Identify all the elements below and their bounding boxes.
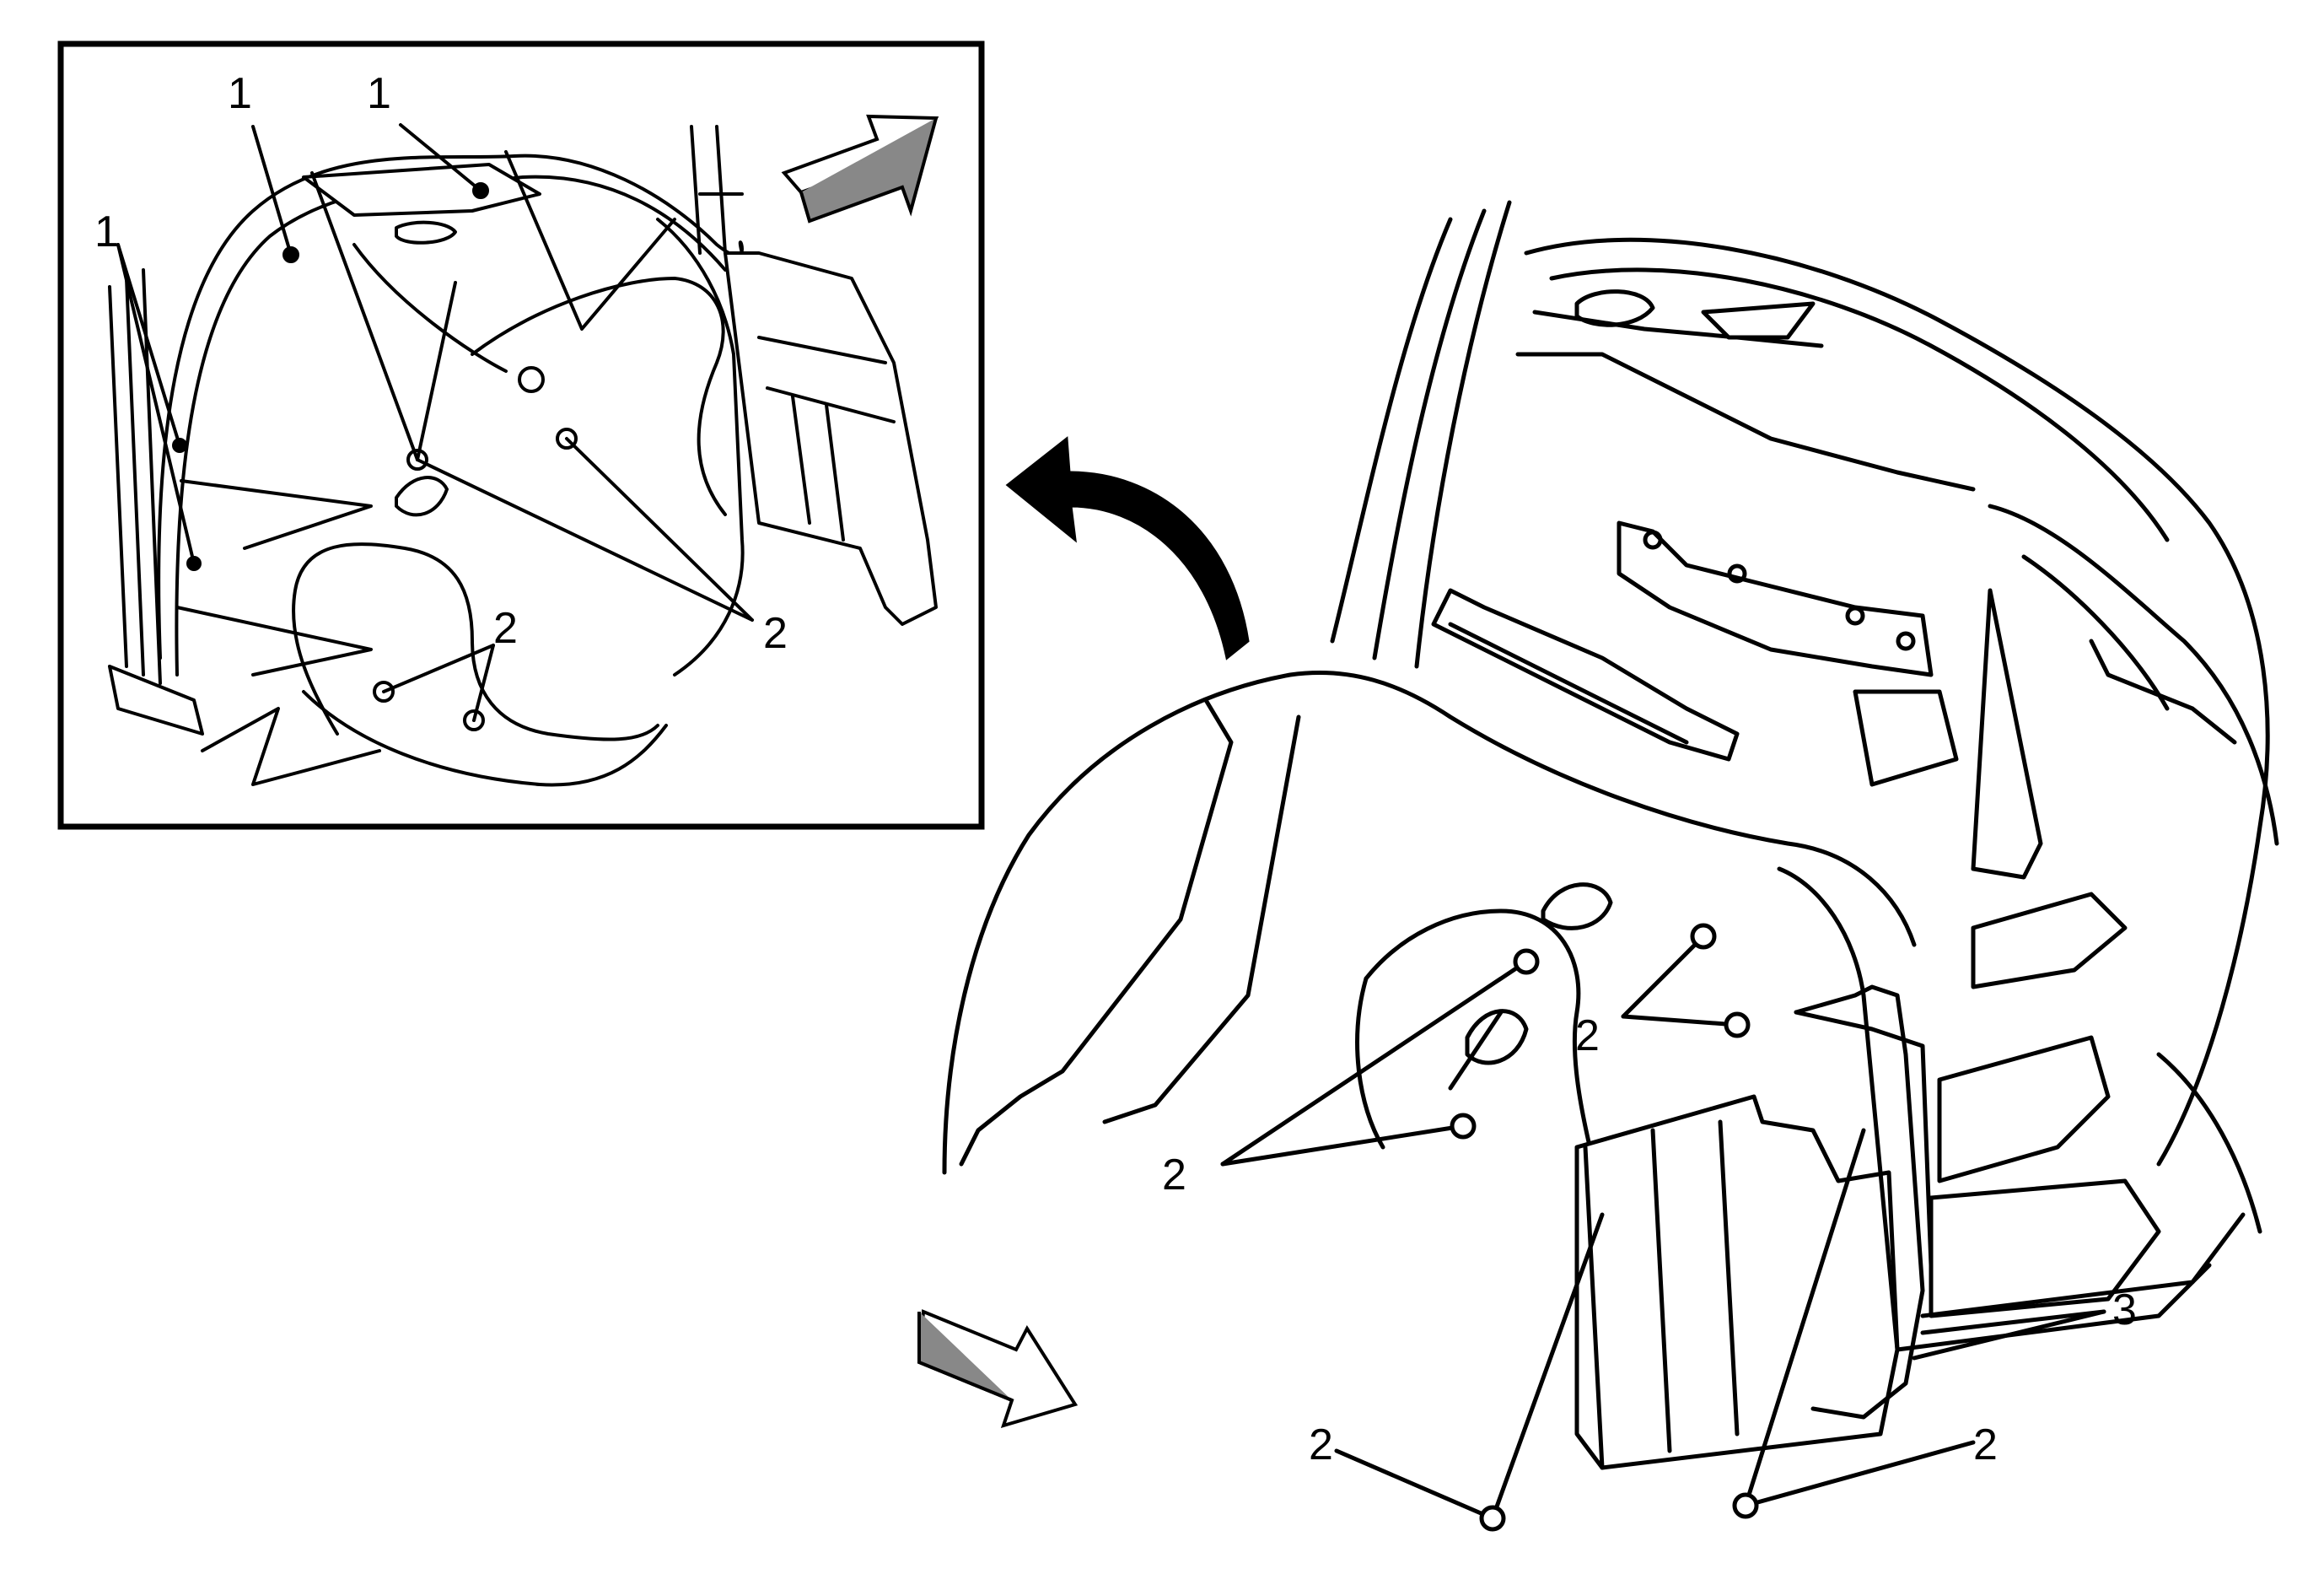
detail-inset: 1 1 1 2 2 (57, 40, 985, 830)
direction-arrow-icon (781, 114, 939, 224)
main-view: 2 2 2 2 3 (917, 200, 2279, 1532)
main-callout-2: 2 (1973, 1420, 1998, 1469)
direction-arrow-icon (917, 1309, 1079, 1428)
inset-callout-1: 1 (367, 69, 391, 118)
curved-arrow-icon (1005, 436, 1250, 660)
inset-callout-1: 1 (228, 69, 252, 118)
main-callout-2: 2 (1162, 1151, 1186, 1199)
main-callout-2: 2 (1309, 1420, 1333, 1469)
inset-callout-2: 2 (763, 609, 788, 658)
main-callout-2: 2 (1575, 1011, 1600, 1060)
inset-liner-drawing (108, 123, 938, 787)
main-liner-drawing (942, 200, 2279, 1532)
inset-callout-1: 1 (94, 208, 119, 256)
inset-callout-2: 2 (493, 604, 518, 653)
main-callout-3: 3 (2112, 1286, 2137, 1334)
